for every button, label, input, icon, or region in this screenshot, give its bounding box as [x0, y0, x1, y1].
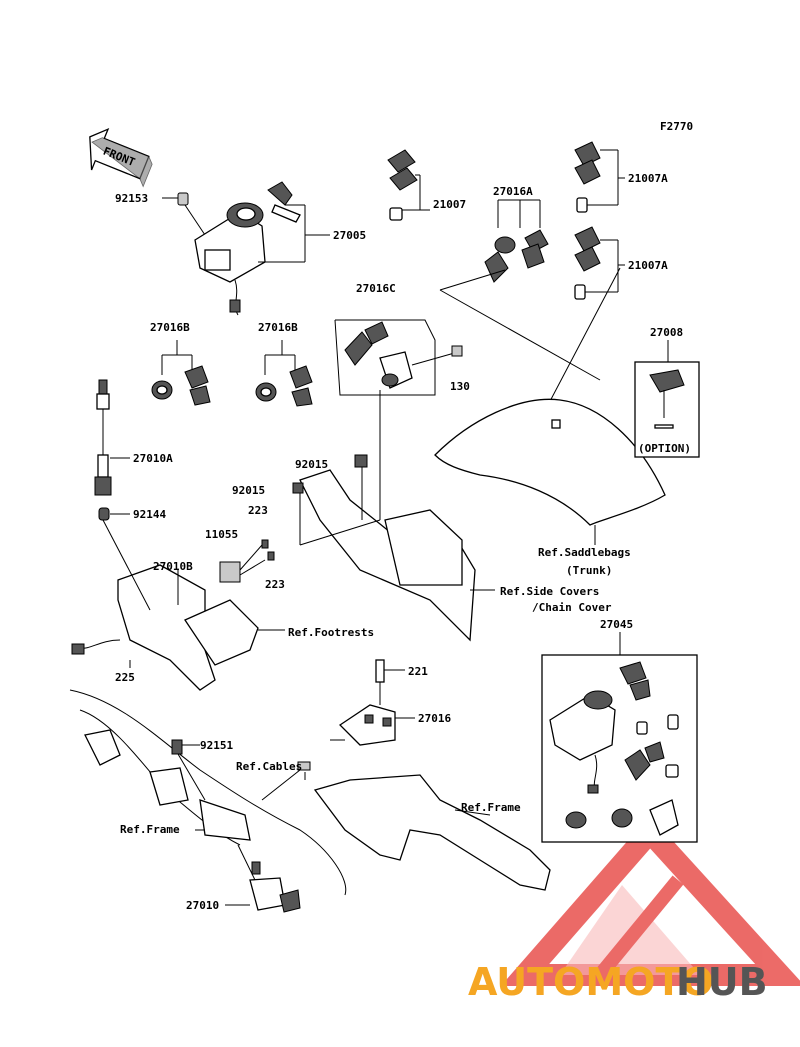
watermark-logo: [500, 815, 800, 986]
seat-frame-right: [261, 659, 551, 891]
callout-27010: 27010: [186, 899, 219, 912]
lock-27016B-left: [151, 340, 211, 406]
callout-27005: 27005: [333, 229, 366, 242]
ref-sidecovers-1: Ref.Side Covers: [500, 585, 599, 598]
callout-92144: 92144: [133, 508, 166, 521]
key-21007A-top: [574, 141, 625, 213]
callout-92151: 92151: [200, 739, 233, 752]
switch-27010A: [94, 379, 130, 521]
callout-223-top: 223: [248, 504, 268, 517]
ref-footrests: Ref.Footrests: [288, 626, 374, 639]
ref-cables: Ref.Cables: [236, 760, 302, 773]
callout-27016A: 27016A: [493, 185, 533, 198]
callout-221: 221: [408, 665, 428, 678]
callout-27008: 27008: [650, 326, 683, 339]
switch-27010: [225, 844, 301, 913]
callout-27016B-left: 27016B: [150, 321, 190, 334]
watermark-text: AUTOMOTO HUB: [468, 960, 768, 1004]
callout-225: 225: [115, 671, 135, 684]
callout-27016: 27016: [418, 712, 451, 725]
saddlebag-shape: [434, 398, 666, 526]
callout-27016C: 27016C: [356, 282, 396, 295]
key-21007: [387, 149, 430, 221]
callout-27045: 27045: [600, 618, 633, 631]
ref-sidecovers-2: /Chain Cover: [532, 601, 612, 614]
lock-27016C: [334, 319, 463, 396]
lock-27016A: [484, 199, 549, 283]
callout-223-bottom: 223: [265, 578, 285, 591]
front-arrow: FRONT: [89, 127, 153, 188]
ref-saddlebags-1: Ref.Saddlebags: [538, 546, 631, 559]
bracket-27010B-area: [71, 519, 285, 691]
callout-21007: 21007: [433, 198, 466, 211]
ignition-switch-assembly: [162, 181, 330, 316]
ref-frame-left: Ref.Frame: [120, 823, 180, 836]
frame-left: [69, 689, 347, 896]
option-label: (OPTION): [638, 442, 691, 455]
option-key-box: [634, 340, 700, 458]
lock-set-27045: [541, 632, 698, 843]
callout-27010A: 27010A: [133, 452, 173, 465]
ref-saddlebags-2: (Trunk): [566, 564, 612, 577]
callout-92015-top: 92015: [295, 458, 328, 471]
ref-frame-right: Ref.Frame: [461, 801, 521, 814]
key-21007A-bottom: [574, 226, 625, 300]
figure-id: F2770: [660, 120, 693, 133]
watermark-part1: AUTOMOTO: [468, 960, 714, 1004]
side-cover-panel: [292, 390, 495, 642]
lock-27016B-right: [255, 340, 313, 407]
callout-27010B: 27010B: [153, 560, 193, 573]
callout-130: 130: [450, 380, 470, 393]
callout-11055: 11055: [205, 528, 238, 541]
callout-27016B-right: 27016B: [258, 321, 298, 334]
callout-92153: 92153: [115, 192, 148, 205]
watermark-part2: HUB: [676, 960, 768, 1004]
callout-21007A-bottom: 21007A: [628, 259, 668, 272]
callout-92015-left: 92015: [232, 484, 265, 497]
callout-21007A-top: 21007A: [628, 172, 668, 185]
